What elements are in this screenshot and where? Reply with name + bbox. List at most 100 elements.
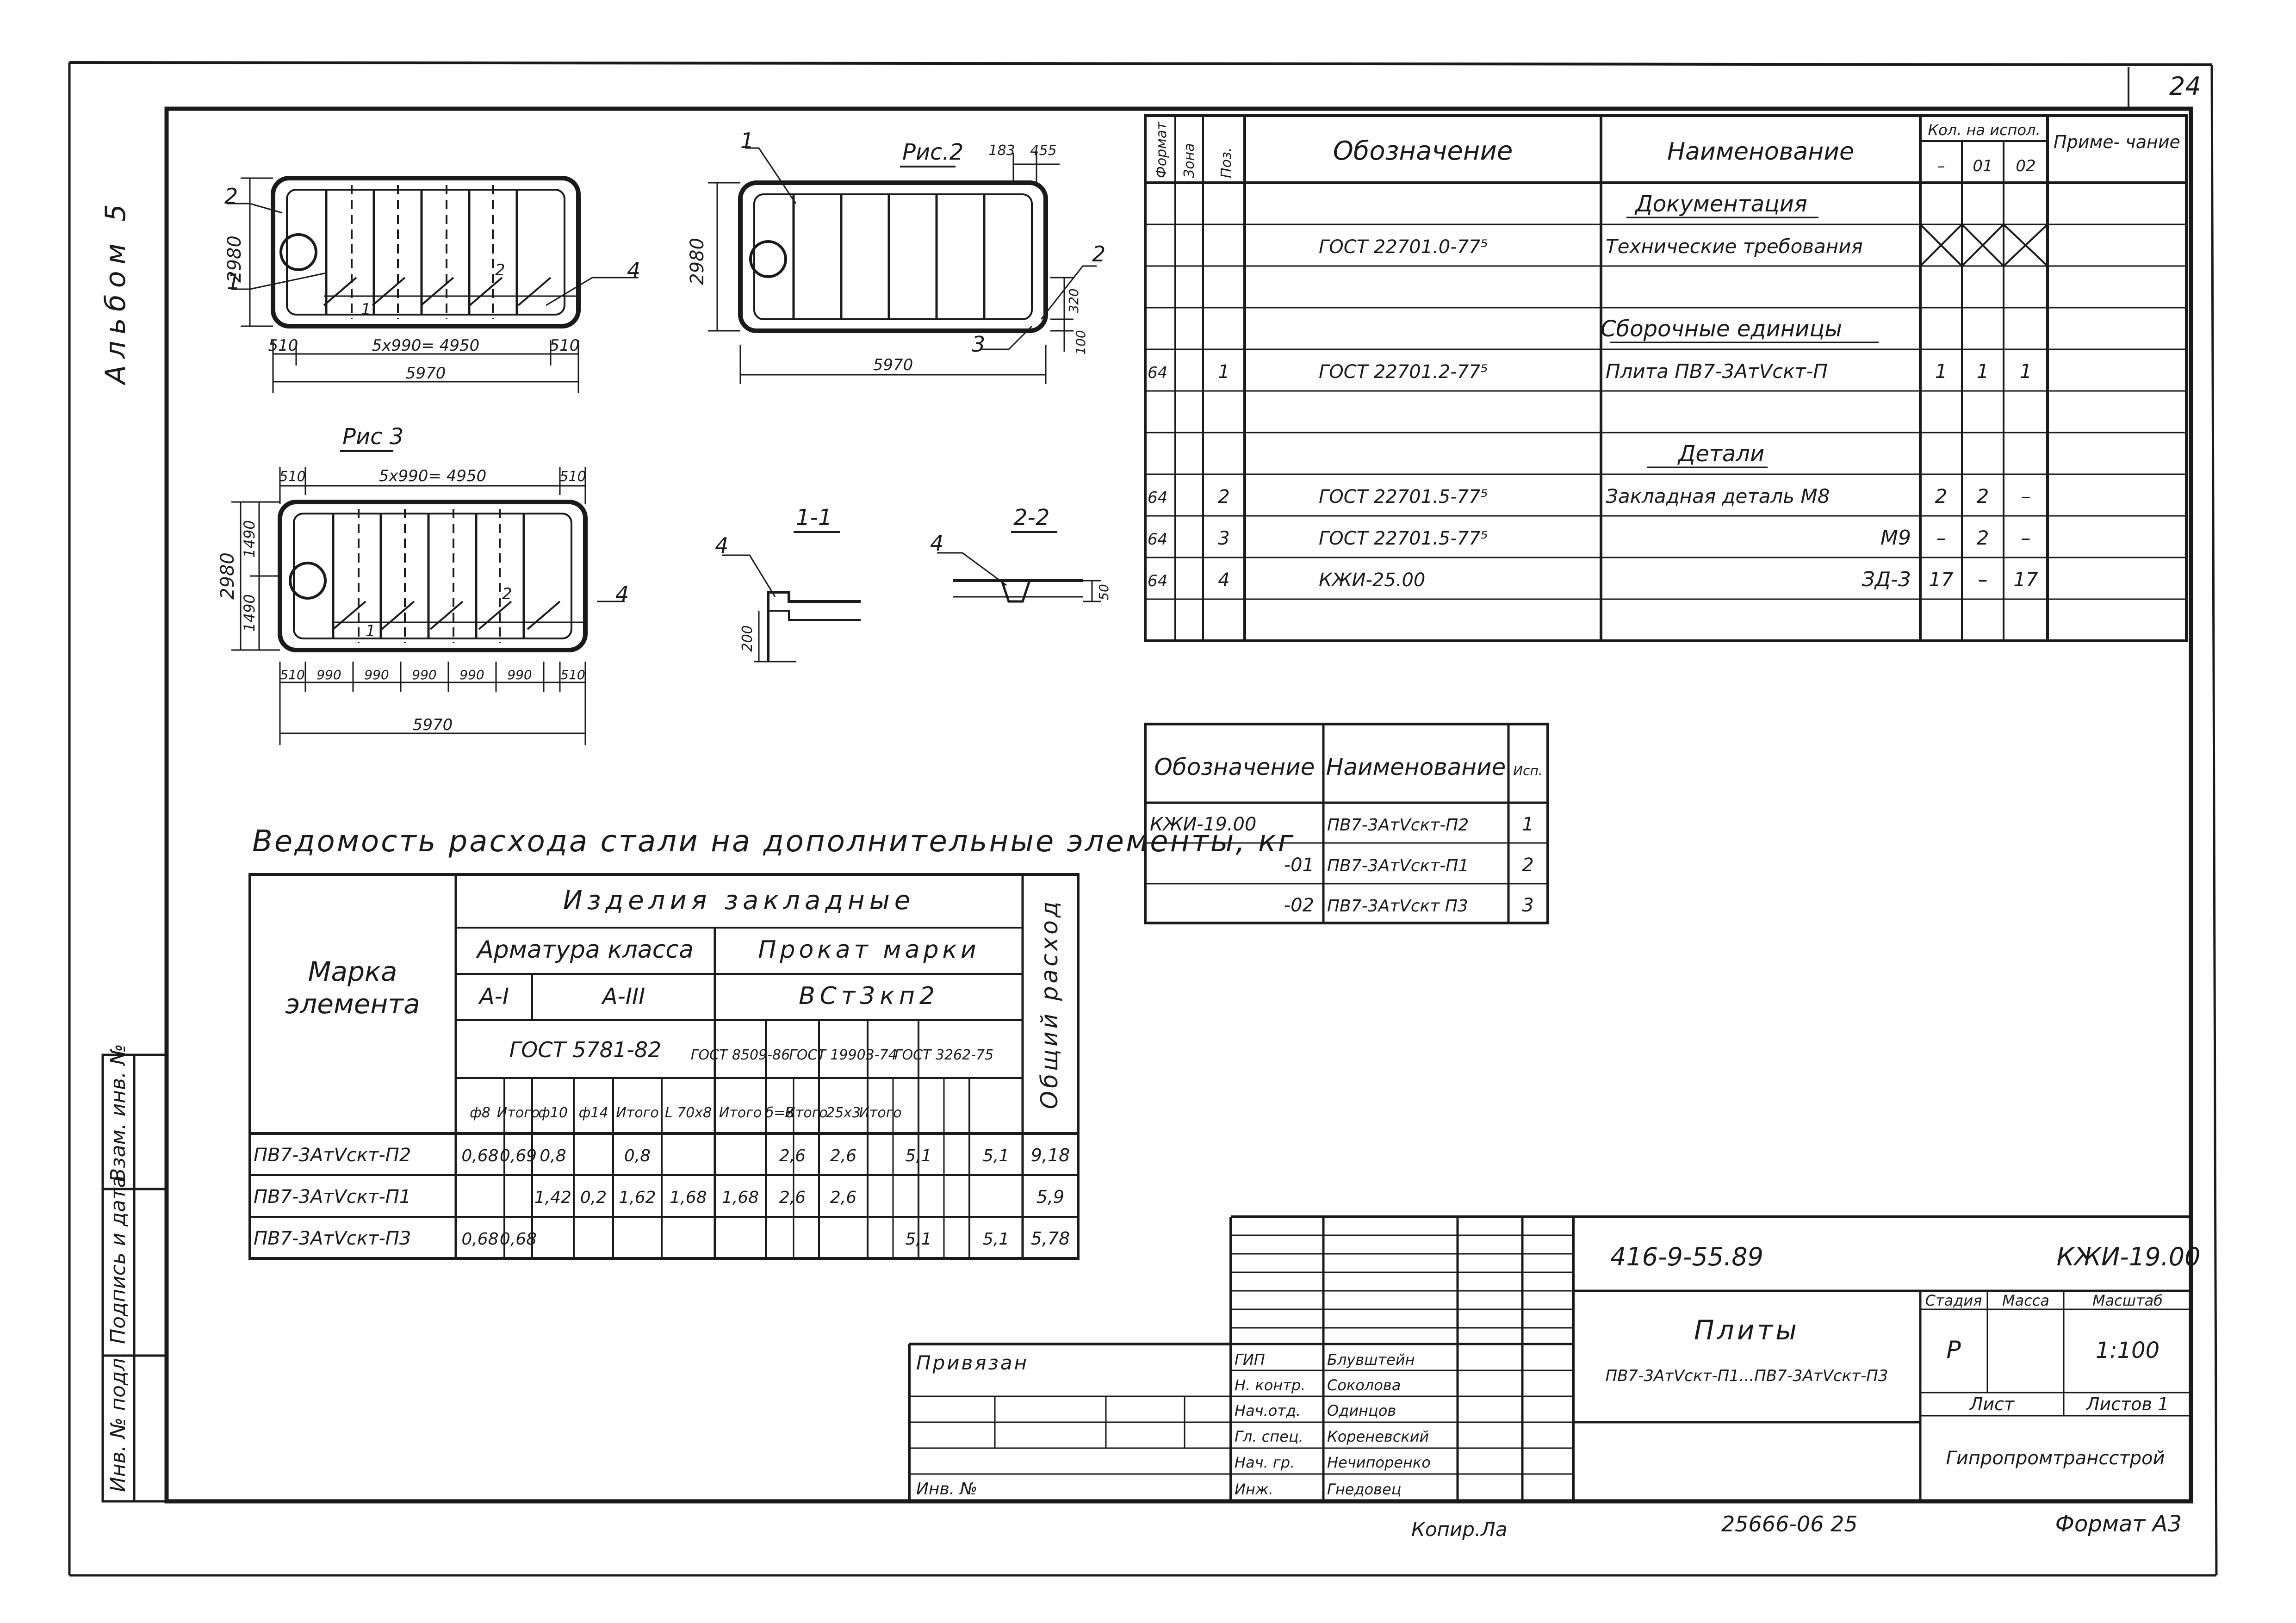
spec-row-qty-2: 17 — [2013, 568, 2038, 591]
steel-row-value: 1,68 — [722, 1188, 759, 1207]
fig3-section-tag-2: 2 — [502, 585, 512, 603]
title-code: 416-9-55.89 — [1610, 1242, 1763, 1271]
steel-h-st: ВСт3кп2 — [799, 982, 939, 1010]
title-person: Гнедовец — [1327, 1481, 1401, 1498]
steel-row-value: 2,6 — [779, 1188, 806, 1207]
steel-col-header: б=8 — [765, 1105, 794, 1121]
fig3-dim-left-edge: 510 — [279, 469, 305, 485]
steel-row-value: 2,6 — [830, 1188, 856, 1207]
fig3-dim-height: 2980 — [217, 552, 238, 600]
variants-h-name: Наименование — [1326, 754, 1506, 781]
variants-h-variant: Исп. — [1513, 763, 1543, 778]
steel-col-header: Итого — [719, 1105, 762, 1121]
steel-col-header: Итого — [859, 1105, 901, 1121]
steel-row-total: 9,18 — [1031, 1145, 1070, 1165]
spec-h-designation: Обозначение — [1333, 136, 1513, 166]
fig1-leader-2: 2 — [224, 184, 238, 209]
spec-row-qty-0: 2 — [1935, 485, 1948, 508]
spec-row-format: 64 — [1148, 572, 1167, 590]
steel-row-value: 1,68 — [670, 1188, 707, 1207]
fig2-title: Рис.2 — [902, 139, 963, 165]
spec-row-format: 64 — [1148, 364, 1167, 382]
title-mass-header: Масса — [2002, 1292, 2049, 1309]
fig2-dim-right-b: 100 — [1073, 330, 1088, 354]
steel-row-value: 0,69 — [500, 1146, 537, 1165]
spec-row-qty-2: 1 — [2020, 360, 2032, 383]
title-inventory: Инв. № — [916, 1480, 977, 1499]
steel-h-ai: А-I — [478, 984, 509, 1010]
variant-number: 1 — [1522, 814, 1533, 835]
spec-h-pos: Поз. — [1218, 148, 1235, 178]
variant-name: ПВ7-3АтⅤскт-П2 — [1327, 816, 1469, 835]
spec-h-qty-0: – — [1937, 157, 1945, 175]
steel-row-value: 0,68 — [461, 1146, 498, 1165]
title-sheet-header: Лист — [1969, 1394, 2015, 1414]
fig2-plate — [708, 147, 1097, 384]
variant-designation: -02 — [1284, 895, 1314, 916]
steel-row-total: 5,78 — [1031, 1228, 1070, 1249]
side-stamp-signature: Подпись и дата — [106, 1176, 130, 1344]
fig2-leader-3: 3 — [972, 332, 985, 357]
steel-row-value: 1,62 — [619, 1188, 656, 1207]
steel-row-mark: ПВ7-3АтⅤскт-П1 — [254, 1186, 411, 1208]
steel-col-header: ф10 — [538, 1105, 568, 1121]
fig2-dim-top-b: 455 — [1030, 142, 1056, 159]
sheet-format: Формат А3 — [2055, 1511, 2182, 1537]
spec-row-qty-2: – — [2021, 485, 2031, 508]
fig3-dim-spaces: 5х990= 4950 — [379, 467, 486, 485]
steel-row-value: 5,1 — [983, 1230, 1009, 1249]
steel-col-header: 25х3 — [826, 1105, 861, 1121]
title-scale-header: Масштаб — [2092, 1292, 2163, 1309]
spec-h-zone: Зона — [1181, 143, 1198, 178]
fig1-section-tag-1: 1 — [361, 300, 371, 319]
steel-h-embedded: Изделия закладные — [563, 886, 915, 916]
steel-col-header: Итого — [497, 1105, 540, 1121]
fig2-dim-height: 2980 — [687, 238, 708, 285]
sec22-dim: 50 — [1096, 584, 1111, 601]
fig1-dim-height: 2980 — [224, 235, 245, 283]
spec-row-name: М9 — [1880, 526, 1911, 550]
fig1-plate — [227, 176, 639, 393]
title-name: Плиты — [1694, 1314, 1800, 1346]
fig1-leader-1: 1 — [227, 269, 240, 294]
fig1-dim-edge-right: 510 — [550, 336, 580, 355]
spec-row-position: 4 — [1218, 570, 1229, 591]
steel-col-header: ф8 — [470, 1105, 490, 1121]
spec-h-name: Наименование — [1667, 138, 1854, 166]
steel-row-value: 0,2 — [580, 1188, 607, 1207]
steel-row-value: 0,8 — [624, 1146, 651, 1165]
spec-row-qty-1: – — [1978, 568, 1988, 591]
fig3-dim-right-edge: 510 — [559, 469, 586, 485]
fig3-dim-bottom-1: 510 — [280, 667, 304, 682]
copied-by: Копир.Ла — [1411, 1518, 1508, 1541]
spec-h-format: Формат — [1154, 121, 1170, 178]
steel-row-total: 5,9 — [1036, 1187, 1064, 1207]
spec-row-qty-2: – — [2021, 527, 2031, 549]
spec-row-qty-1: 2 — [1977, 527, 1989, 549]
spec-row-qty-0: 17 — [1929, 568, 1954, 591]
fig3-plate — [231, 467, 625, 745]
sec22-title: 2-2 — [1013, 505, 1049, 531]
fig3-dim-bottom-4: 990 — [412, 667, 436, 682]
sec11-drawing — [722, 554, 861, 663]
title-scale: 1:100 — [2096, 1338, 2159, 1363]
sheet-frame — [68, 61, 2218, 1577]
steel-h-rolled: Прокат марки — [758, 936, 980, 964]
fig1-dim-total: 5970 — [406, 364, 446, 383]
fig3-dim-bottom-3: 990 — [364, 667, 389, 682]
fig1-leader-4: 4 — [627, 258, 640, 283]
variants-table — [1144, 723, 1549, 924]
fig2-leader-2: 2 — [1092, 242, 1105, 266]
fig3-dim-total: 5970 — [413, 716, 453, 734]
side-stamp — [101, 1053, 168, 1503]
steel-h-rebar-class: Арматура класса — [476, 936, 694, 964]
title-role: ГИП — [1235, 1351, 1265, 1369]
title-person: Соколова — [1327, 1376, 1401, 1394]
steel-row-mark: ПВ7-3АтⅤскт-П2 — [254, 1145, 411, 1166]
spec-row-designation: ГОСТ 22701.0-77⁵ — [1319, 236, 1488, 258]
steel-h-gost-rolled-2: ГОСТ 19903-74 — [789, 1047, 897, 1063]
